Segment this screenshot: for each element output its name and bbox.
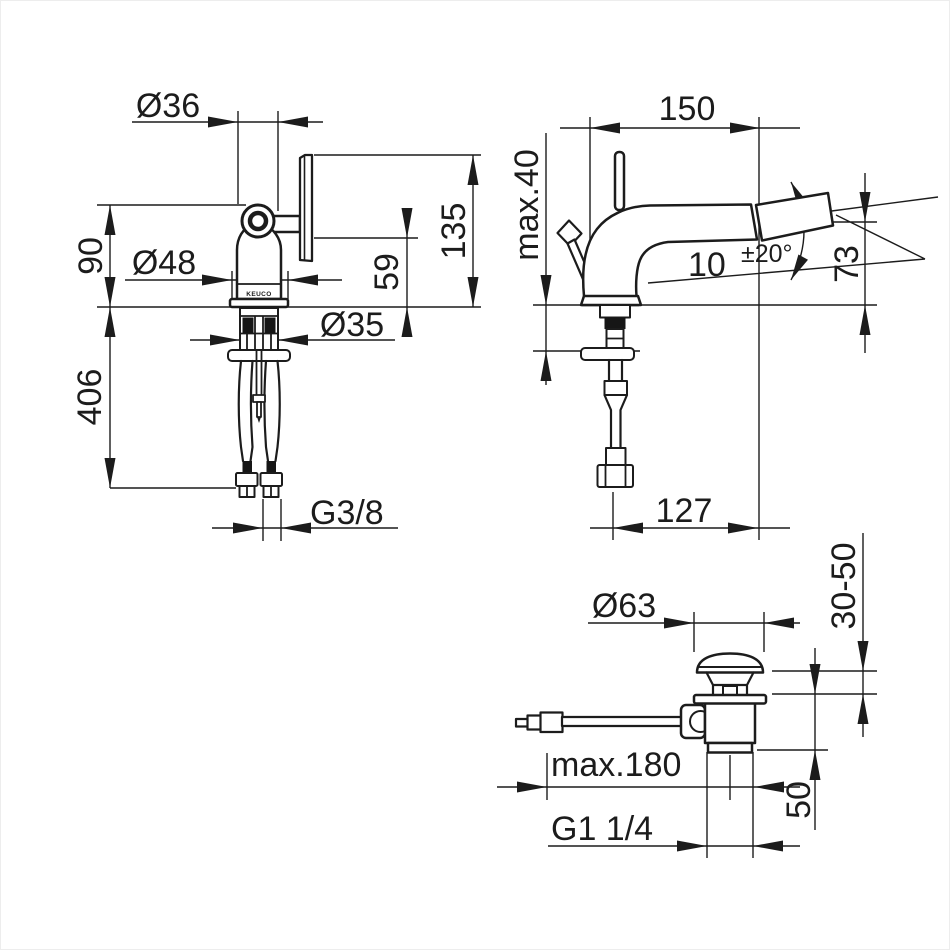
dim-label-127: 127 <box>656 492 713 530</box>
side-view: 150 max.40 10 ±20° 73 127 <box>508 90 939 540</box>
side-faucet-outline <box>556 150 835 307</box>
side-underdeck-assembly <box>580 304 635 488</box>
front-faucet-outline: KEUCO <box>228 153 314 309</box>
waste-outlet-thread <box>706 741 754 754</box>
dim-label-max40: max.40 <box>508 149 546 261</box>
lever-pivot-pin <box>247 210 269 232</box>
front-view: KEUCO Ø36 90 Ø48 135 59 <box>71 87 481 541</box>
supply-hoses <box>237 359 281 463</box>
dim-label-59: 59 <box>368 253 406 291</box>
dim-label-max180: max.180 <box>551 746 681 784</box>
dim-label-406: 406 <box>71 369 109 426</box>
side-hose-nut <box>596 464 634 488</box>
mounting-stud <box>255 349 263 396</box>
waste-flange <box>692 693 768 705</box>
dim-label-dia35: Ø35 <box>320 306 384 344</box>
dim-label-150: 150 <box>659 90 716 128</box>
popup-cap <box>695 652 765 674</box>
rod-joint-collar <box>679 703 707 740</box>
popup-waste-outline <box>514 652 768 754</box>
waste-body <box>703 701 757 745</box>
escutcheon-base <box>228 297 290 309</box>
dim-label-g38: G3/8 <box>310 494 384 532</box>
dim-label-135: 135 <box>435 203 473 260</box>
dim-label-90: 90 <box>72 237 110 275</box>
front-dimension-arrows <box>104 116 479 534</box>
dim-label-dia63: Ø63 <box>592 587 656 625</box>
dim-label-angle: 10 <box>688 246 726 284</box>
pull-rod-tip <box>514 717 530 728</box>
hose-nut-right <box>259 472 283 487</box>
dim-label-73: 73 <box>828 245 866 283</box>
lever-plate <box>298 153 314 263</box>
front-dimension-lines <box>97 111 481 541</box>
aerator-tip <box>754 191 835 242</box>
side-shank <box>599 304 631 319</box>
dim-label-angle-tolerance: ±20° <box>741 240 793 268</box>
dim-label-50: 50 <box>780 781 818 819</box>
side-dimension-lines <box>533 117 939 540</box>
dim-label-dia36: Ø36 <box>136 87 200 125</box>
dim-label-dia48: Ø48 <box>132 244 196 282</box>
side-clamp-plate <box>580 347 635 361</box>
lever-rod-closed <box>613 150 626 212</box>
drain-view: Ø63 30-50 max.180 50 G1 1/4 <box>497 533 877 858</box>
pull-rod <box>560 715 684 728</box>
clamp-plate <box>227 349 291 362</box>
hose-nut-left <box>235 472 259 487</box>
front-underdeck-assembly <box>227 307 291 498</box>
spout-body <box>580 203 759 307</box>
brand-logo-text: KEUCO <box>246 291 271 298</box>
dim-label-g114: G1 1/4 <box>551 810 653 848</box>
side-base-flange <box>579 294 643 307</box>
dim-label-30-50: 30-50 <box>825 543 863 630</box>
